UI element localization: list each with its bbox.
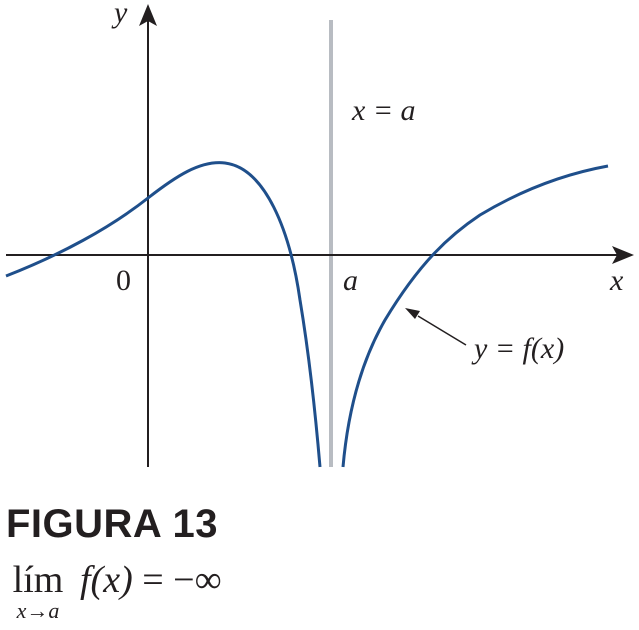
y-axis-label: y	[111, 0, 128, 29]
curve-left-branch	[5, 161, 322, 468]
curve-pointer-arrowhead	[405, 308, 420, 319]
limit-value: −∞	[173, 559, 222, 601]
limit-equals: =	[142, 559, 164, 601]
x-axis-arrowhead	[612, 246, 634, 264]
figure-title: FIGURA 13	[6, 502, 218, 546]
curve-label: y = f(x)	[471, 332, 564, 365]
asymptote-label: x = a	[351, 94, 416, 127]
lim-sub-target: a	[48, 598, 60, 623]
limit-function: f(x)	[80, 559, 133, 601]
a-axis-label: a	[343, 264, 358, 297]
curve-pointer-line	[417, 315, 467, 346]
y-axis-arrowhead	[139, 4, 157, 26]
curve-right-branch	[341, 164, 609, 468]
limit-expression: f(x) = −∞	[80, 560, 222, 600]
lim-word: lím	[12, 559, 64, 601]
limit-formula: lím x→a f(x) = −∞	[8, 560, 308, 626]
lim-subscript: x→a	[8, 600, 68, 622]
origin-label: 0	[116, 264, 131, 297]
lim-sub-arrow: →	[26, 598, 49, 623]
lim-sub-var: x	[16, 598, 27, 623]
x-axis-label: x	[609, 264, 624, 297]
limit-operator: lím x→a	[8, 560, 68, 622]
